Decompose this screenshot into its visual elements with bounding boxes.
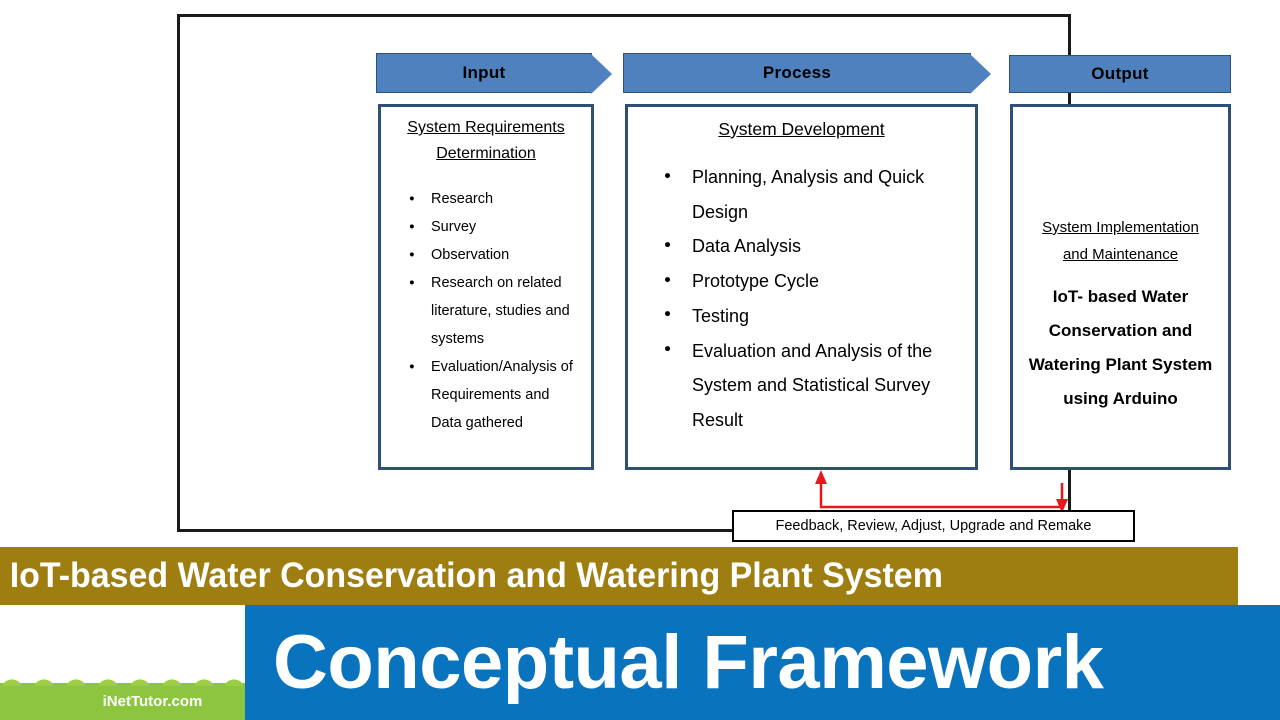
list-item: Planning, Analysis and Quick Design bbox=[638, 160, 965, 229]
stage-header-input: Input bbox=[376, 53, 612, 94]
output-box-subtitle-line1: System Implementation bbox=[1042, 219, 1199, 236]
process-box-title: System Development bbox=[718, 119, 885, 139]
chevron-right-icon bbox=[591, 54, 612, 94]
input-box-title: System Requirements Determination bbox=[391, 115, 581, 168]
list-item: Research on related literature, studies … bbox=[391, 270, 581, 354]
output-result-text: IoT- based Water Conservation and Wateri… bbox=[1028, 287, 1213, 409]
section-title-text: Conceptual Framework bbox=[273, 620, 1104, 705]
feedback-loop-arrows bbox=[815, 470, 1068, 513]
list-item: Data Analysis bbox=[638, 229, 965, 264]
stage-header-output-label: Output bbox=[1091, 64, 1149, 83]
stage-box-output: System Implementation and Maintenance Io… bbox=[1010, 104, 1231, 470]
list-item: Research bbox=[391, 186, 581, 214]
stage-header-input-label: Input bbox=[462, 63, 506, 82]
list-item: Testing bbox=[638, 299, 965, 334]
input-box-title-line2: Determination bbox=[436, 145, 536, 163]
stage-header-output: Output bbox=[1009, 55, 1231, 93]
site-branding-strip: iNetTutor.com bbox=[0, 676, 245, 720]
stage-box-input: System Requirements Determination Resear… bbox=[378, 104, 594, 470]
chevron-right-icon bbox=[970, 54, 991, 94]
project-title-banner: IoT-based Water Conservation and Waterin… bbox=[0, 547, 1238, 605]
input-box-title-line1: System Requirements bbox=[407, 119, 565, 136]
list-item: Survey bbox=[391, 214, 581, 242]
section-title-banner: Conceptual Framework bbox=[245, 605, 1280, 720]
feedback-label-text: Feedback, Review, Adjust, Upgrade and Re… bbox=[775, 518, 1092, 534]
list-item: Prototype Cycle bbox=[638, 264, 965, 299]
input-item-list: Research Survey Observation Research on … bbox=[391, 186, 581, 438]
output-box-subtitle: System Implementation and Maintenance bbox=[1021, 215, 1220, 268]
output-box-subtitle-line2: and Maintenance bbox=[1062, 245, 1179, 263]
list-item: Observation bbox=[391, 242, 581, 270]
site-logo-label: iNetTutor.com bbox=[102, 693, 203, 710]
list-item: Evaluation/Analysis of Requirements and … bbox=[391, 354, 581, 438]
stage-box-process: System Development Planning, Analysis an… bbox=[625, 104, 978, 470]
conceptual-framework-diagram: Input Process Output System Requirements… bbox=[177, 14, 1231, 542]
stage-header-process: Process bbox=[623, 53, 991, 94]
feedback-label-box: Feedback, Review, Adjust, Upgrade and Re… bbox=[732, 510, 1135, 542]
project-title-text: IoT-based Water Conservation and Waterin… bbox=[9, 556, 943, 595]
process-item-list: Planning, Analysis and Quick Design Data… bbox=[638, 160, 965, 438]
output-content: System Implementation and Maintenance Io… bbox=[1013, 215, 1228, 416]
stage-header-process-label: Process bbox=[762, 63, 832, 82]
list-item: Evaluation and Analysis of the System an… bbox=[638, 334, 965, 438]
